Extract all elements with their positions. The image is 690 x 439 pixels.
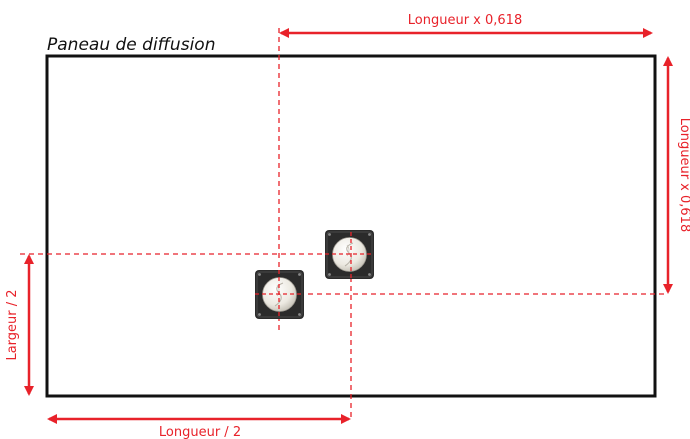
label-left-width-half: Largeur / 2 <box>5 289 20 360</box>
label-right-length-golden: Longueur x 0,618 <box>677 118 690 232</box>
label-top-length-golden: Longueur x 0,618 <box>408 13 522 28</box>
guide-lines <box>20 28 668 418</box>
guide-overlay <box>255 232 374 319</box>
label-bottom-length-half: Longueur / 2 <box>159 425 241 439</box>
diagram-title: Paneau de diffusion <box>47 35 215 55</box>
